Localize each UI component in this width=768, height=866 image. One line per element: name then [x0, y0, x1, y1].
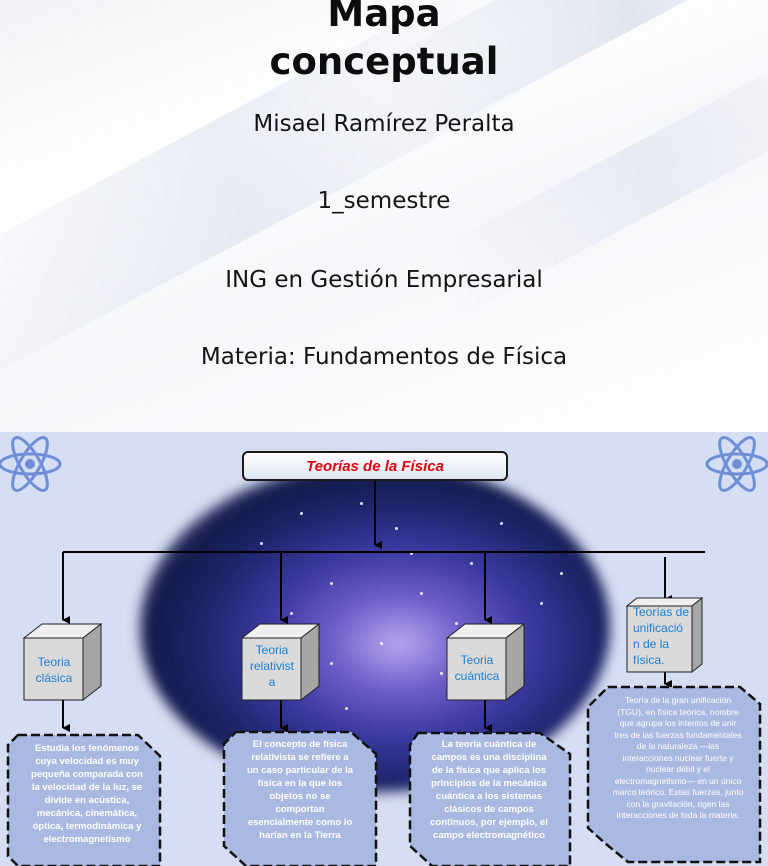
desc-box-classic — [6, 733, 162, 866]
concept-map-slide: Teorías de la Física Teoria clásica Teor… — [0, 432, 768, 866]
desc-box-quantum — [408, 731, 572, 866]
semester-text: 1_semestre — [317, 188, 451, 214]
desc-quantum: La teoría cuántica de campos es una disc… — [430, 739, 548, 841]
node-label-quantum: Teoria cuántica — [454, 653, 500, 683]
cube-unification — [625, 596, 704, 674]
desc-unification: Teoría de la gran unificación (TGU), en … — [612, 695, 744, 820]
desc-classic: Estudia los fenómenos cuya velocidad es … — [31, 743, 143, 845]
star — [410, 552, 413, 555]
star — [345, 707, 348, 710]
star — [330, 662, 333, 665]
cube-relativist — [240, 622, 321, 702]
title-slide: Mapa conceptual Misael Ramírez Peralta 1… — [0, 0, 768, 432]
star — [360, 502, 363, 505]
star — [395, 527, 398, 530]
atom-icon — [0, 436, 62, 492]
author-name: Misael Ramírez Peralta — [253, 111, 515, 137]
node-label-relativist: Teoria relativist a — [249, 643, 294, 689]
cube-quantum — [445, 622, 526, 702]
star — [420, 592, 423, 595]
connectors — [62, 481, 705, 732]
cube-classic — [22, 622, 103, 702]
star — [455, 622, 458, 625]
node-label-unification: Teorías de unificació n de la física. — [633, 605, 690, 667]
slide-title-line2: conceptual — [269, 40, 499, 83]
star — [500, 522, 503, 525]
atom-icon — [705, 436, 768, 492]
node-label-classic: Teoria clásica — [35, 655, 73, 685]
star — [290, 612, 293, 615]
star — [470, 562, 473, 565]
root-node-label: Teorías de la Física — [306, 457, 444, 475]
concept-map-graphics — [0, 436, 768, 866]
star — [440, 672, 443, 675]
desc-box-unification — [586, 685, 762, 864]
star — [540, 602, 543, 605]
star — [300, 512, 303, 515]
star — [380, 642, 383, 645]
root-node: Teorías de la Física — [242, 451, 508, 481]
star — [330, 582, 333, 585]
desc-box-relativist — [222, 730, 378, 866]
desc-relativist: El concepto de física relativista se ref… — [246, 739, 354, 841]
slide-title-line1: Mapa — [327, 0, 441, 35]
star — [260, 542, 263, 545]
career-text: ING en Gestión Empresarial — [225, 267, 543, 293]
subject-text: Materia: Fundamentos de Física — [200, 344, 568, 370]
star — [560, 572, 563, 575]
